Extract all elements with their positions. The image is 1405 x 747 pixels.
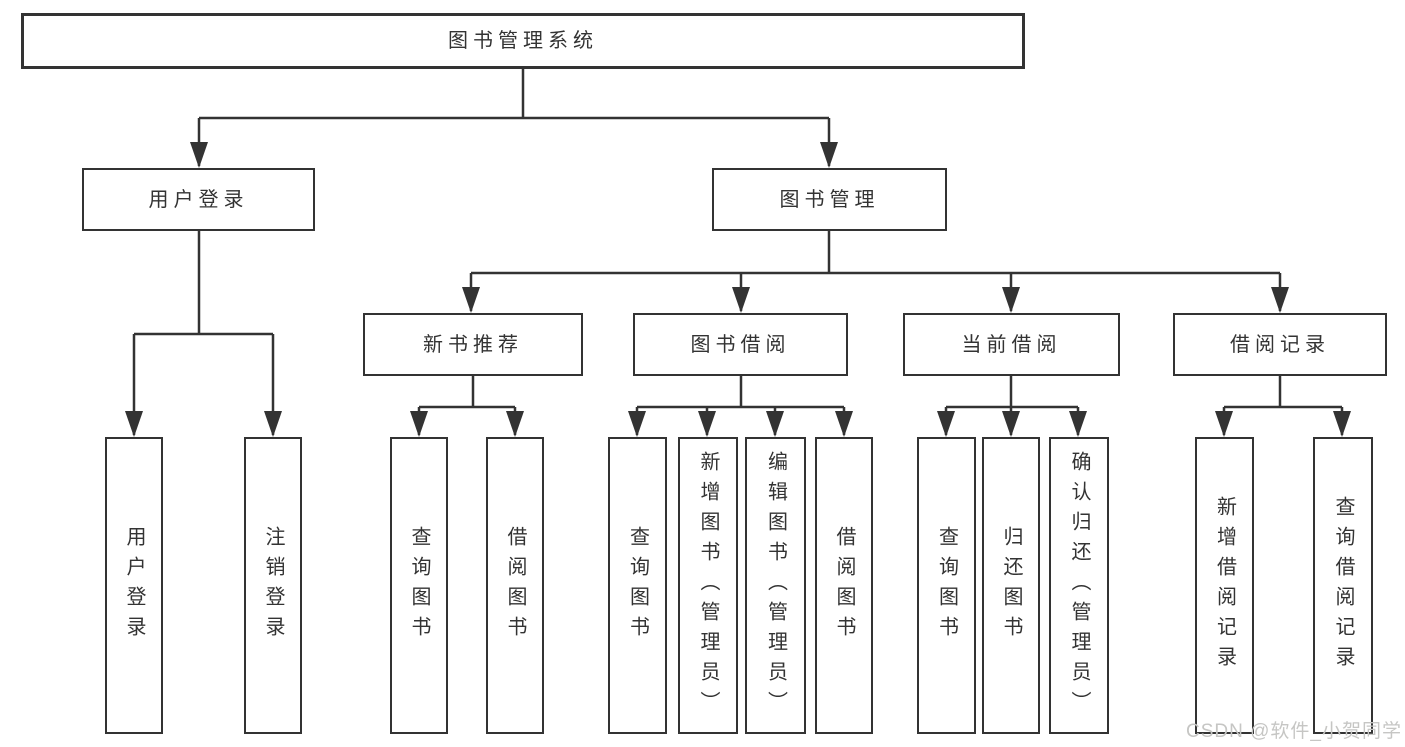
node-label: 用户登录 bbox=[123, 525, 145, 646]
leaf-br-query-borrow-record: 查询借阅记录 bbox=[1313, 437, 1373, 734]
node-label: 注销登录 bbox=[262, 525, 284, 646]
node-library-system: 图书管理系统 bbox=[21, 13, 1025, 69]
node-label: 借阅记录 bbox=[1230, 333, 1330, 356]
node-label: 查询图书 bbox=[626, 525, 649, 646]
node-book-management: 图书管理 bbox=[712, 168, 947, 231]
leaf-br-add-borrow-record: 新增借阅记录 bbox=[1195, 437, 1254, 734]
leaf-cb-return-books: 归还图书 bbox=[982, 437, 1040, 734]
leaf-nbr-query-books: 查询图书 bbox=[390, 437, 448, 734]
node-borrowing-records: 借阅记录 bbox=[1173, 313, 1387, 376]
leaf-bb-add-books-admin: 新增图书（管理员） bbox=[678, 437, 738, 734]
node-user-login: 用户登录 bbox=[82, 168, 315, 231]
node-label: 查询图书 bbox=[408, 525, 430, 646]
leaf-cb-confirm-return-admin: 确认归还（管理员） bbox=[1049, 437, 1109, 734]
node-label: 图书借阅 bbox=[690, 333, 791, 356]
node-book-borrowing: 图书借阅 bbox=[633, 313, 848, 376]
node-current-borrowing: 当前借阅 bbox=[903, 313, 1120, 376]
leaf-cb-query-books: 查询图书 bbox=[917, 437, 976, 734]
leaf-bb-query-books: 查询图书 bbox=[608, 437, 667, 734]
node-label: 新增图书（管理员） bbox=[697, 450, 719, 721]
node-label: 借阅图书 bbox=[833, 525, 855, 646]
node-label: 图书管理系统 bbox=[448, 30, 598, 52]
leaf-nbr-borrow-books: 借阅图书 bbox=[486, 437, 544, 734]
node-label: 确认归还（管理员） bbox=[1068, 450, 1090, 721]
node-label: 新增借阅记录 bbox=[1213, 495, 1236, 676]
node-label: 借阅图书 bbox=[504, 525, 526, 646]
node-new-book-recommendation: 新书推荐 bbox=[363, 313, 583, 376]
node-label: 新书推荐 bbox=[423, 333, 523, 356]
node-label: 用户登录 bbox=[148, 188, 249, 211]
arrowheads bbox=[125, 142, 1351, 437]
node-label: 当前借阅 bbox=[961, 333, 1062, 356]
leaf-logout: 注销登录 bbox=[244, 437, 302, 734]
node-label: 归还图书 bbox=[1000, 525, 1022, 646]
node-label: 图书管理 bbox=[779, 188, 880, 211]
leaf-bb-borrow-books: 借阅图书 bbox=[815, 437, 873, 734]
watermark: CSDN @软件_小贺同学 bbox=[1186, 721, 1402, 742]
leaf-bb-edit-books-admin: 编辑图书（管理员） bbox=[745, 437, 806, 734]
node-label: 查询借阅记录 bbox=[1332, 495, 1354, 676]
node-label: 编辑图书（管理员） bbox=[764, 450, 787, 721]
node-label: 查询图书 bbox=[935, 525, 958, 646]
leaf-user-login: 用户登录 bbox=[105, 437, 163, 734]
